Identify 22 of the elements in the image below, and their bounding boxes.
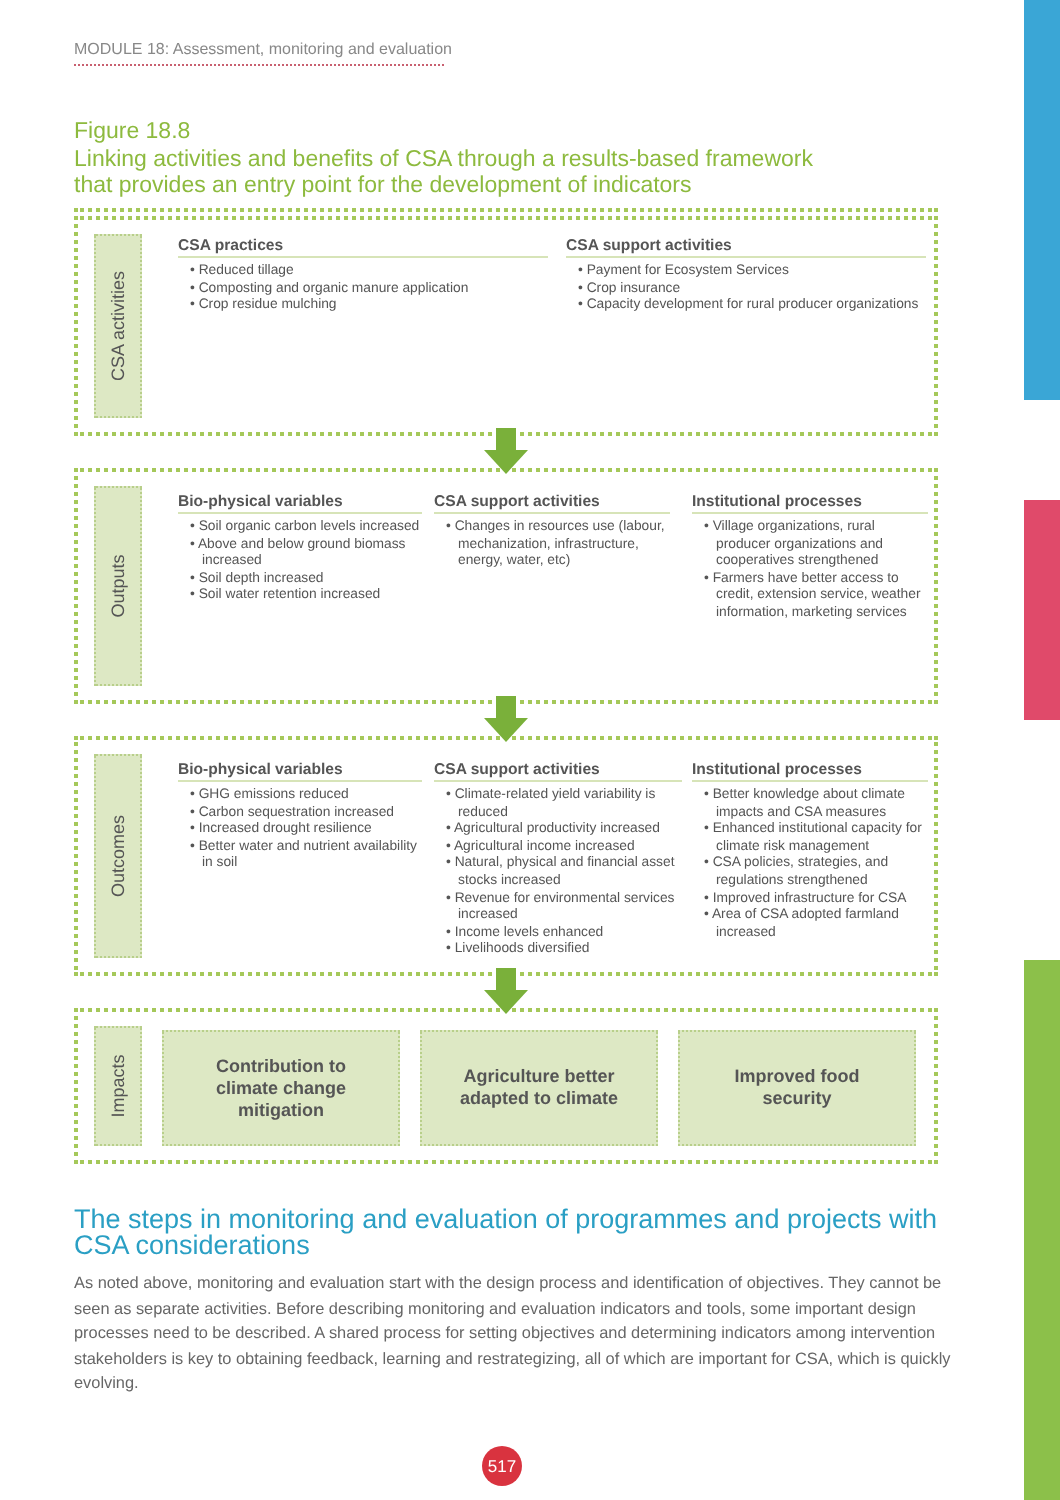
row-frame (74, 1008, 938, 1164)
section-heading: The steps in monitoring and evaluation of programmes and projects with CSA considerations (74, 1206, 939, 1258)
impact-text: Improved food security (732, 1066, 862, 1110)
impact-text: Agriculture better adapted to climate (457, 1066, 621, 1110)
impact-box (162, 1030, 400, 1146)
down-arrow (484, 696, 528, 742)
figure-title: Linking activities and benefits of CSA through a results-based framework that provides an entry point for the development of indicators (74, 148, 815, 200)
row-frame (74, 736, 938, 976)
row-title: Outputs (108, 554, 128, 618)
row-title: Outcomes (108, 815, 128, 897)
row-title: Impacts (108, 1054, 128, 1118)
figure-number: Figure 18.8 (74, 120, 191, 144)
body-paragraph: As noted above, monitoring and evaluation start with the design process and identification of objectives. They cannot be seen as separate activities. Before describing monitoring and evaluation indicators and tools, some important design processes need to be described. A shared process for setting objectives and determining indicators among intervention stakeholders is key to obtaining feedback, learning and restrategizing, all of which are important for CSA, which is quickly evolving. (74, 1272, 953, 1396)
impact-box (420, 1030, 658, 1146)
row-frame (74, 468, 938, 704)
row-title: CSA activities (108, 270, 128, 382)
down-arrow (484, 968, 528, 1014)
down-arrow (484, 428, 528, 474)
impact-box (678, 1030, 916, 1146)
row-frame (74, 216, 938, 436)
page-number: 517 (482, 1446, 522, 1486)
impact-text: Contribution to climate change mitigation (213, 1055, 349, 1121)
